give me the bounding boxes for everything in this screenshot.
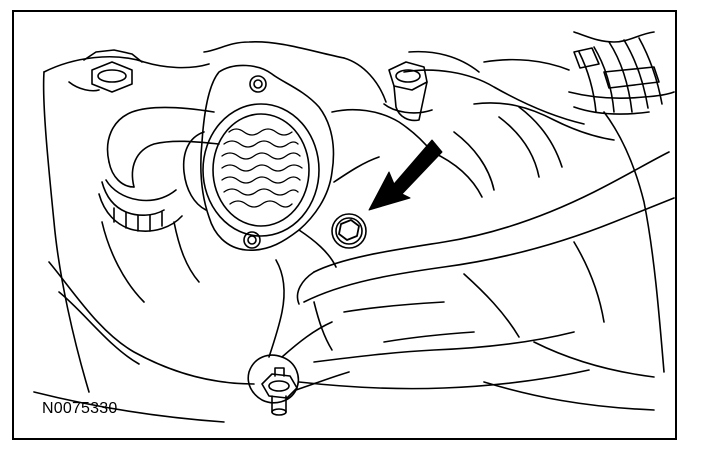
engine-line-drawing xyxy=(33,31,675,423)
figure-reference-number: N0075330 xyxy=(42,400,118,417)
egr-flange xyxy=(182,64,335,251)
plug-bolt xyxy=(331,213,367,249)
callout-arrow xyxy=(368,139,443,211)
wiring-harness xyxy=(568,37,675,115)
technical-illustration: N0075330 xyxy=(12,10,677,440)
background-outlines xyxy=(33,31,665,423)
upper-center-hex-bolt xyxy=(383,61,433,122)
coolant-hose xyxy=(98,106,220,303)
lower-stud xyxy=(261,367,298,416)
intake-manifold xyxy=(268,58,675,390)
screen-grille xyxy=(221,128,303,208)
upper-left-hex-bolt xyxy=(68,49,143,93)
